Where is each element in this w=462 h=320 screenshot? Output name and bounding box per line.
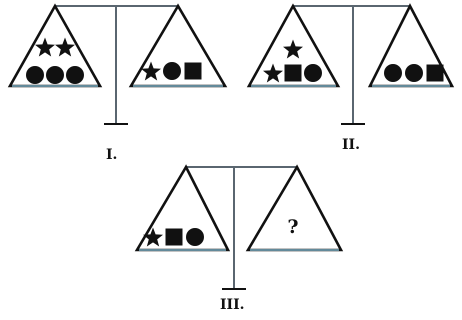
square-icon — [184, 62, 202, 80]
scale-3-label: III. — [220, 297, 245, 313]
star-icon — [141, 61, 161, 81]
circle-icon — [405, 64, 423, 82]
scale-2-left-pan-contents — [263, 39, 322, 83]
circle-icon — [304, 64, 322, 82]
circle-icon — [186, 228, 204, 246]
star-icon — [35, 37, 55, 57]
scale-1-label: I. — [106, 147, 117, 163]
scale-3-unknown-weight: ? — [287, 216, 298, 238]
square-icon — [284, 64, 302, 82]
circle-icon — [163, 62, 181, 80]
scale-1: I. — [7, 3, 228, 163]
scale-3-left-pan-contents — [143, 227, 204, 247]
star-icon — [143, 227, 163, 247]
star-icon — [263, 63, 283, 83]
circle-icon — [46, 66, 64, 84]
scale-1-left-pan-contents — [26, 37, 84, 84]
scale-1-right-pan-contents — [141, 61, 202, 81]
scale-3: ? III. — [134, 164, 344, 313]
square-icon — [165, 228, 183, 246]
circle-icon — [384, 64, 402, 82]
square-icon — [426, 64, 444, 82]
scale-2-label: II. — [342, 137, 360, 153]
circle-icon — [26, 66, 44, 84]
scale-2-right-pan-contents — [384, 64, 444, 82]
star-icon — [283, 39, 303, 59]
circle-icon — [66, 66, 84, 84]
scale-2: II. — [246, 3, 455, 153]
star-icon — [55, 37, 75, 57]
